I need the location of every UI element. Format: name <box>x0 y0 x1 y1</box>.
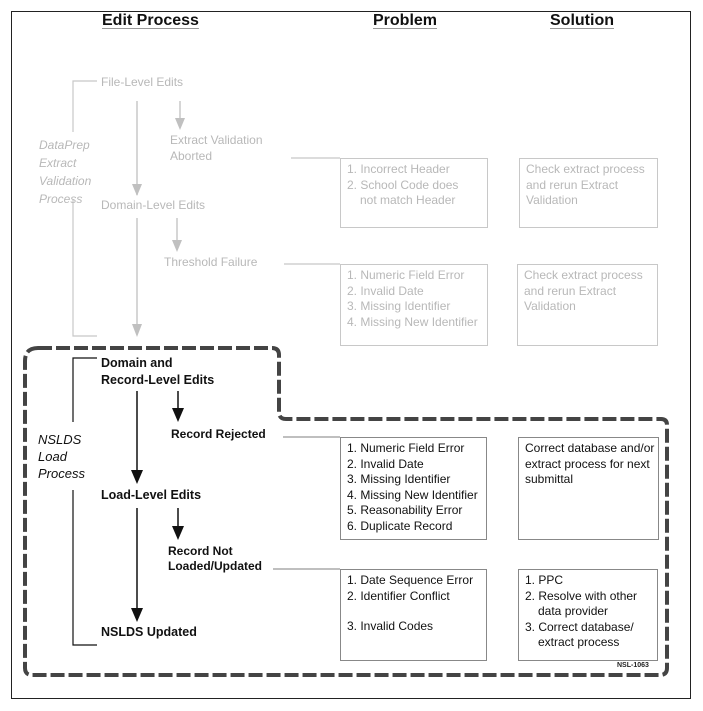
header-solution: Solution <box>550 12 614 29</box>
dataprep-label-line: Validation <box>39 174 92 188</box>
solution-line: 1. PPC <box>525 573 564 587</box>
problem-item: 1. Incorrect Header <box>347 162 450 176</box>
arrowhead-file-to-aborted <box>175 118 185 130</box>
solution-box-threshold: Check extract process and rerun Extract … <box>517 264 658 346</box>
nslds-bracket-top <box>72 357 97 422</box>
problem-spacer <box>347 604 480 619</box>
solution-line: Validation <box>526 193 578 207</box>
problem-item: 6. Duplicate Record <box>347 518 453 533</box>
arrowhead-domain-to-nslds <box>132 324 142 337</box>
solution-box-aborted: Check extract process and rerun Extract … <box>519 158 658 228</box>
step-nslds-updated: NSLDS Updated <box>101 625 197 639</box>
dataprep-label-line: DataPrep <box>39 138 90 152</box>
problem-item: 2. School Code does <box>347 177 459 192</box>
problem-box-aborted: 1. Incorrect Header 2. School Code does … <box>340 158 488 228</box>
solution-line: Check extract process <box>526 162 645 176</box>
outcome-extract-validation-aborted: Extract Validation Aborted <box>170 133 263 164</box>
dataprep-bracket-top <box>72 80 97 132</box>
solution-line: Correct database and/or <box>525 441 655 455</box>
step-line: Record-Level Edits <box>101 373 215 387</box>
solution-line: data provider <box>538 604 609 618</box>
nslds-bracket-bottom <box>72 490 97 646</box>
step-line: Domain and <box>101 356 173 370</box>
header-problem: Problem <box>373 12 438 29</box>
problem-item: 5. Reasonability Error <box>347 503 463 517</box>
outcome-line: Loaded/Updated <box>168 559 263 573</box>
solution-line: submittal <box>525 472 574 486</box>
diagram-frame <box>11 11 691 699</box>
problem-item: 2. Identifier Conflict <box>347 588 450 603</box>
nslds-process-boundary <box>23 346 669 677</box>
nslds-label-line: Process <box>38 466 85 481</box>
solution-line: extract process for next <box>525 456 650 471</box>
arrowhead-domain-to-threshold <box>172 240 182 252</box>
figure-id-label: NSL-1063 <box>617 662 649 669</box>
problem-item: 3. Missing Identifier <box>347 472 451 486</box>
problem-item: 3. Missing Identifier <box>347 299 451 313</box>
step-domain-record-level-edits: Domain and Record-Level Edits <box>101 355 214 389</box>
problem-item: 1. Date Sequence Error <box>347 573 474 587</box>
outcome-line: Extract Validation <box>170 133 263 147</box>
problem-item: 1. Numeric Field Error <box>347 441 465 455</box>
dataprep-label-line: Extract <box>39 156 77 170</box>
arrowhead-load-to-updated <box>131 608 143 622</box>
solution-line: and rerun Extract <box>526 177 619 192</box>
outcome-line: Aborted <box>170 148 213 163</box>
arrowhead-file-to-domain <box>132 184 142 196</box>
dataprep-label-line: Process <box>39 192 83 206</box>
problem-item: 2. Invalid Date <box>347 283 424 298</box>
solution-line: Validation <box>524 299 576 313</box>
outcome-record-rejected: Record Rejected <box>171 427 266 441</box>
step-load-level-edits: Load-Level Edits <box>101 488 202 502</box>
problem-item: 1. Numeric Field Error <box>347 268 465 282</box>
solution-line: extract process <box>538 635 620 649</box>
arrowhead-domainrecord-to-load <box>131 470 143 484</box>
header-edit-process: Edit Process <box>102 12 199 29</box>
nslds-label-line: NSLDS <box>38 432 82 447</box>
nslds-label-line: Load <box>38 449 67 464</box>
solution-line: Check extract process <box>524 268 643 282</box>
solution-box-rejected: Correct database and/or extract process … <box>518 437 659 540</box>
problem-item: not match Header <box>360 193 456 207</box>
outcome-line: Record Not <box>168 544 233 558</box>
solution-line: 3. Correct database/ <box>525 619 634 634</box>
step-domain-level-edits: Domain-Level Edits <box>101 198 206 212</box>
problem-item: 4. Missing New Identifier <box>347 487 478 502</box>
dataprep-group-label: DataPrep Extract Validation Process <box>39 136 91 208</box>
dataprep-bracket-bottom <box>72 200 97 337</box>
step-file-level-edits: File-Level Edits <box>101 75 184 89</box>
problem-box-threshold: 1. Numeric Field Error 2. Invalid Date 3… <box>340 264 488 346</box>
problem-item: 2. Invalid Date <box>347 456 424 471</box>
problem-box-not-loaded: 1. Date Sequence Error 2. Identifier Con… <box>340 569 487 661</box>
solution-line: and rerun Extract <box>524 283 617 298</box>
problem-item: 4. Missing New Identifier <box>347 314 478 329</box>
arrowhead-load-to-notloaded <box>172 526 184 540</box>
outcome-record-not-loaded: Record Not Loaded/Updated <box>168 544 262 574</box>
problem-item: 3. Invalid Codes <box>347 619 434 633</box>
solution-line: 2. Resolve with other <box>525 588 638 603</box>
outcome-threshold-failure: Threshold Failure <box>164 255 258 269</box>
arrowhead-domainrecord-to-rejected <box>172 408 184 422</box>
solution-box-not-loaded: 1. PPC 2. Resolve with other data provid… <box>518 569 658 661</box>
nslds-group-label: NSLDS Load Process <box>38 431 85 482</box>
problem-box-rejected: 1. Numeric Field Error 2. Invalid Date 3… <box>340 437 487 540</box>
